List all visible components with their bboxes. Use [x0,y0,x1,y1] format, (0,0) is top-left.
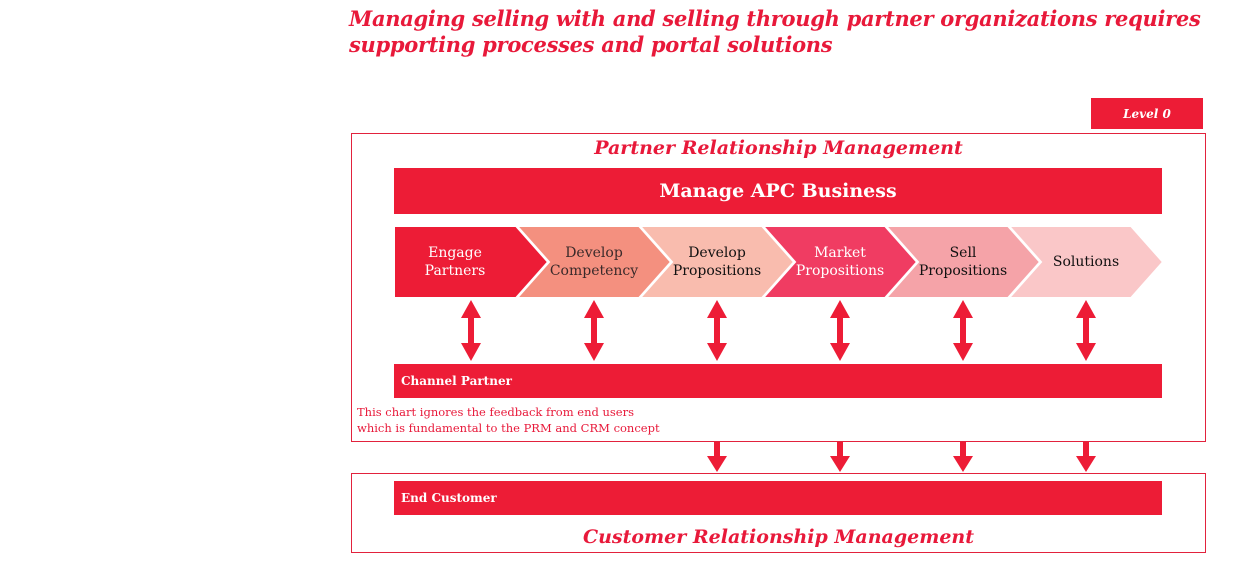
crm-container: Customer Relationship Management [351,473,1206,553]
step-label-line-2: Propositions [672,263,762,279]
prm-label: Partner Relationship Management [594,137,963,159]
step-label-line-2: Competency [549,263,639,279]
bidirectional-arrow-icon [1076,300,1096,361]
down-arrow-icon [830,442,850,472]
chart-note: This chart ignores the feedback from end… [357,404,660,436]
step-label-line-1: Engage [428,245,482,261]
down-arrow-icon [1076,442,1096,472]
bidirectional-arrow-icon [953,300,973,361]
step-label-line-1: Develop [688,245,746,261]
note-line-1: This chart ignores the feedback from end… [357,405,634,419]
step-label-line-1: Develop [565,245,623,261]
bidirectional-arrow-icon [707,300,727,361]
step-label-line-1: Sell [949,245,977,261]
down-arrow-icon [953,442,973,472]
step-label-line-1: Market [814,245,866,261]
end-customer-bar: End Customer [394,481,1162,515]
step-label-line-1: Solutions [1052,254,1120,270]
channel-partner-bar: Channel Partner [394,364,1162,398]
process-step-chevron [1006,225,1165,299]
level-badge: Level 0 [1091,98,1203,129]
step-label-line-2: Partners [424,263,486,279]
prm-container: Partner Relationship Management [351,133,1206,442]
process-step-label: Solutions [1041,226,1131,298]
bidirectional-arrow-icon [461,300,481,361]
bidirectional-arrow-icon [584,300,604,361]
step-label-line-2: Propositions [795,263,885,279]
crm-label: Customer Relationship Management [582,526,975,548]
manage-apc-business-bar: Manage APC Business [394,168,1162,214]
note-line-2: which is fundamental to the PRM and CRM … [357,421,660,435]
page-title: Managing selling with and selling throug… [349,6,1201,57]
step-label-line-2: Propositions [918,263,1008,279]
down-arrow-icon [707,442,727,472]
bidirectional-arrow-icon [830,300,850,361]
